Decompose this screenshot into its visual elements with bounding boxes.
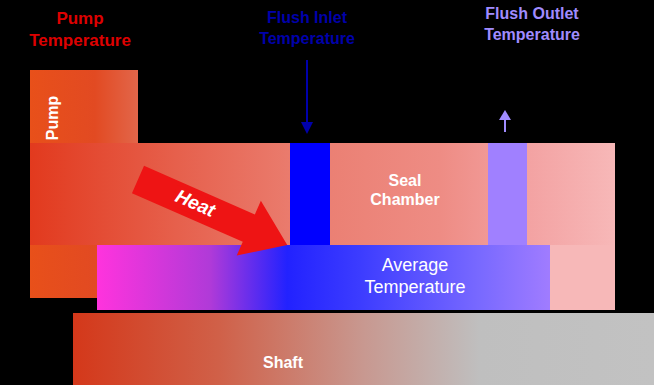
flush-outlet-leader <box>504 118 506 132</box>
node-text: Seal Chamber <box>363 171 447 209</box>
seal-chamber: Seal Chamber <box>30 143 615 245</box>
flush-inlet-leader <box>306 60 308 124</box>
node-text: Pump <box>43 96 62 140</box>
temperature-label: Flush Inlet Temperature <box>242 8 372 50</box>
shaft: Shaft <box>73 313 654 385</box>
heat-arrow <box>132 166 287 256</box>
node-text: Shaft <box>263 353 303 372</box>
node-text: Average Temperature <box>350 255 480 298</box>
temperature-label: Pump Temperature <box>15 8 145 52</box>
flush-inlet-arrowhead <box>301 122 313 134</box>
flush-inlet-port <box>290 143 330 245</box>
housing-end <box>540 245 615 310</box>
flush-outlet-arrowhead <box>499 110 511 120</box>
flush-outlet-port <box>488 143 527 245</box>
temperature-label: Flush Outlet Temperature <box>460 4 604 46</box>
average-temperature-band: Average Temperature <box>97 245 550 310</box>
